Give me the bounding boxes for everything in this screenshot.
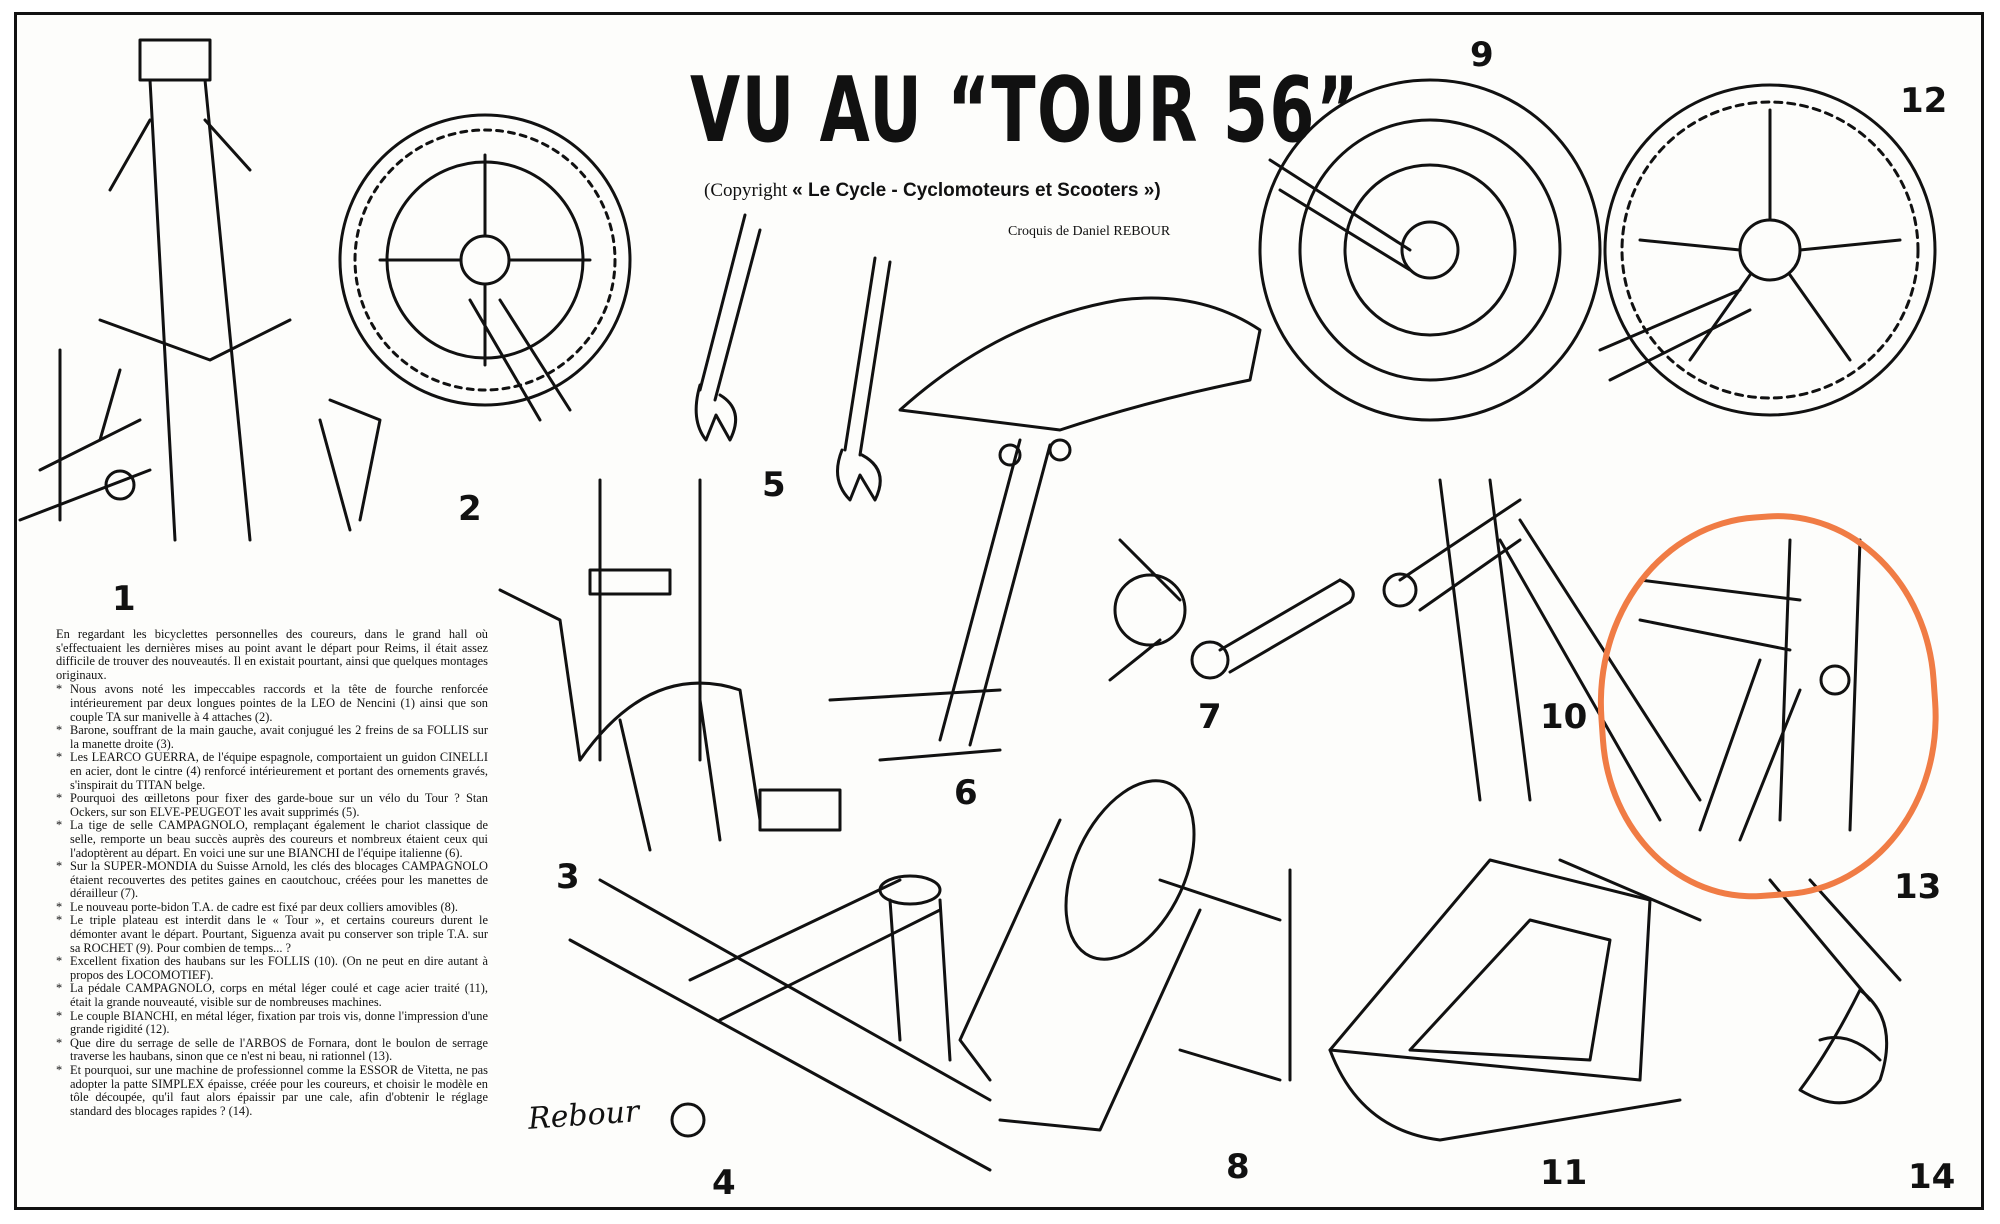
sketch-credit: Croquis de Daniel REBOUR — [1008, 224, 1171, 239]
figure-number-6: 6 — [954, 773, 978, 813]
article-item: Sur la SUPER-MONDIA du Suisse Arnold, le… — [56, 859, 488, 901]
figure-number-7: 7 — [1198, 697, 1222, 737]
sketch-6-seatpost — [828, 296, 1262, 762]
article-item: Que dire du serrage de selle de l'ARBOS … — [56, 1036, 488, 1064]
article-item: La tige de selle CAMPAGNOLO, remplaçant … — [56, 819, 488, 860]
article-intro: En regardant les bicyclettes personnelle… — [56, 627, 488, 682]
article-text: En regardant les bicyclettes personnelle… — [56, 627, 488, 1118]
sketch-3-brake — [498, 478, 842, 852]
figure-number-11: 11 — [1540, 1153, 1588, 1193]
sketch-1-head-tube-lugs — [18, 38, 382, 542]
figure-number-9: 9 — [1470, 35, 1494, 75]
sketch-5-dropouts — [694, 213, 892, 502]
sketch-10-seat-stays — [1382, 478, 1702, 822]
sketch-13-seat-clamp — [1638, 538, 1862, 842]
copyright-source: « Le Cycle - Cyclomoteurs et Scooters ») — [792, 180, 1161, 201]
figure-number-4: 4 — [712, 1163, 736, 1203]
figure-number-12: 12 — [1900, 81, 1948, 121]
copyright-prefix: (Copyright — [704, 180, 788, 201]
article-item: Le nouveau porte-bidon T.A. de cadre est… — [56, 900, 488, 915]
page-title: VU AU “TOUR 56” — [690, 58, 1360, 163]
figure-number-10: 10 — [1540, 697, 1588, 737]
sketch-7-quick-release — [1108, 538, 1355, 682]
sketch-8-bottle-cage — [958, 779, 1292, 1132]
sketch-11-pedal — [1328, 858, 1702, 1142]
figure-number-3: 3 — [556, 857, 580, 897]
article-item: La pédale CAMPAGNOLO, corps en métal lég… — [56, 982, 488, 1009]
article-item: Et pourquoi, sur une machine de professi… — [56, 1063, 488, 1118]
figure-number-5: 5 — [762, 465, 786, 505]
sketch-12-crankset — [1598, 83, 1937, 417]
article-item: Barone, souffrant de la main gauche, ava… — [56, 723, 488, 751]
sketch-9-triple-chainring — [1258, 78, 1602, 422]
article-item: Les LEARCO GUERRA, de l'équipe espagnole… — [56, 751, 488, 792]
article-items: Nous avons noté les impeccables raccords… — [56, 683, 488, 1118]
sketch-2-chainring — [338, 113, 632, 422]
article-item: Le triple plateau est interdit dans le «… — [56, 914, 488, 955]
sketch-14-dropout — [1768, 878, 1902, 1105]
figure-number-1: 1 — [112, 579, 136, 619]
copyright-line: (Copyright « Le Cycle - Cyclomoteurs et … — [704, 180, 1161, 202]
article-item: Le couple BIANCHI, en métal léger, fixat… — [56, 1009, 488, 1037]
article-item: Nous avons noté les impeccables raccords… — [56, 683, 488, 724]
figure-number-8: 8 — [1226, 1147, 1250, 1187]
article-item: Pourquoi des œilletons pour fixer des ga… — [56, 791, 488, 819]
figure-number-14: 14 — [1908, 1157, 1956, 1197]
sketch-4-handlebar-stem — [568, 874, 992, 1172]
figure-number-2: 2 — [458, 489, 482, 529]
figure-number-13: 13 — [1894, 867, 1942, 907]
article-item: Excellent fixation des haubans sur les F… — [56, 954, 488, 982]
